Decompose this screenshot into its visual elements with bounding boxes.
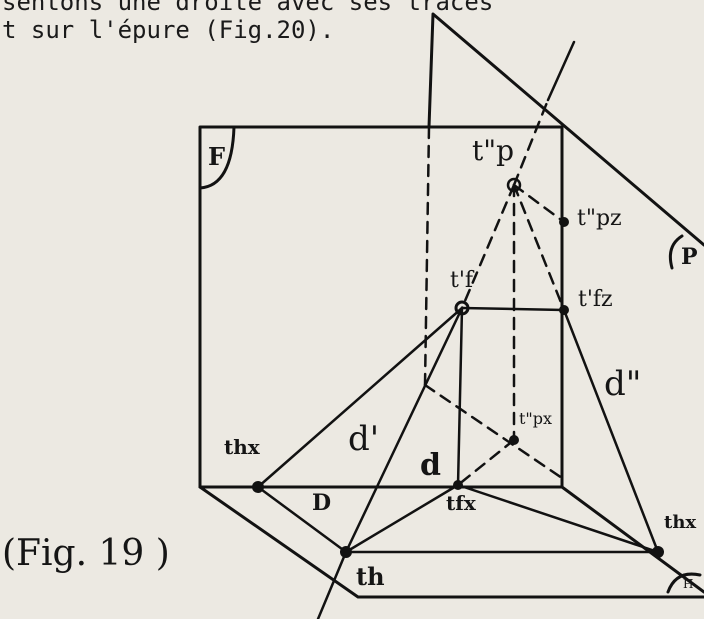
point-tpx <box>509 435 519 445</box>
plane-p-badge <box>668 234 684 270</box>
label-t-p-pp: t"p <box>472 134 514 167</box>
line-thx-tf <box>256 306 464 489</box>
label-t-f-z: t'fz <box>578 287 613 312</box>
label-d-prime: d' <box>348 419 379 459</box>
label-d: d <box>420 448 441 483</box>
trace-line-th-thx-left <box>256 485 348 554</box>
dashed-diagonal <box>423 383 564 480</box>
plane-h-badge <box>666 572 702 594</box>
dashed-tpp-tfz <box>512 183 566 312</box>
line-tf-tfx <box>456 306 464 487</box>
label-D: D <box>312 490 331 516</box>
line-th-tfx <box>344 483 460 554</box>
line-d-top <box>546 40 576 102</box>
label-t-f-x: tfx <box>446 491 477 515</box>
label-th-x-left: thx <box>224 435 261 459</box>
point-tfz <box>559 305 569 315</box>
point-th <box>340 546 352 558</box>
label-t-p-pz: t"pz <box>577 206 622 231</box>
point-tfx <box>453 480 463 490</box>
points <box>252 177 664 558</box>
dashed-tpx-tfx <box>456 438 516 487</box>
geometry <box>198 12 704 619</box>
label-d-second: d" <box>604 364 641 404</box>
point-thx-left <box>252 481 264 493</box>
point-tpz <box>559 217 569 227</box>
point-thx-right <box>652 546 664 558</box>
trace-line-tfx-thx <box>456 483 660 554</box>
line-tf-th <box>344 306 464 554</box>
horizontal-plane-right-edge <box>560 485 704 594</box>
line-d-extension <box>316 550 348 619</box>
header-line-1: sentons une droite avec ses traces <box>2 0 493 16</box>
label-t-p-x: t"px <box>519 409 552 428</box>
horizontal-plane <box>198 485 704 599</box>
point-tf <box>454 300 470 316</box>
plane-f-badge <box>198 125 236 190</box>
header-line-2: t sur l'épure (Fig.20). <box>2 16 334 44</box>
point-tpp <box>506 177 522 193</box>
plane-p-label: P <box>681 244 698 270</box>
line-d-second <box>562 308 660 554</box>
frontal-plane <box>198 125 564 489</box>
profile-plane <box>427 12 704 247</box>
plane-h-label: H <box>683 577 693 591</box>
label-t-f-p: t'f <box>450 268 475 293</box>
dashed-tpp-tpz <box>512 183 566 224</box>
plane-f-label: F <box>208 142 225 171</box>
dashed-tpp-tf <box>460 183 516 310</box>
label-th-x-right: thx <box>664 512 696 533</box>
dashed-tpp-top <box>512 98 550 187</box>
label-th: th <box>356 562 385 591</box>
figure-caption: (Fig. 19 ) <box>2 533 170 574</box>
dashed-vertical-left <box>423 125 431 387</box>
